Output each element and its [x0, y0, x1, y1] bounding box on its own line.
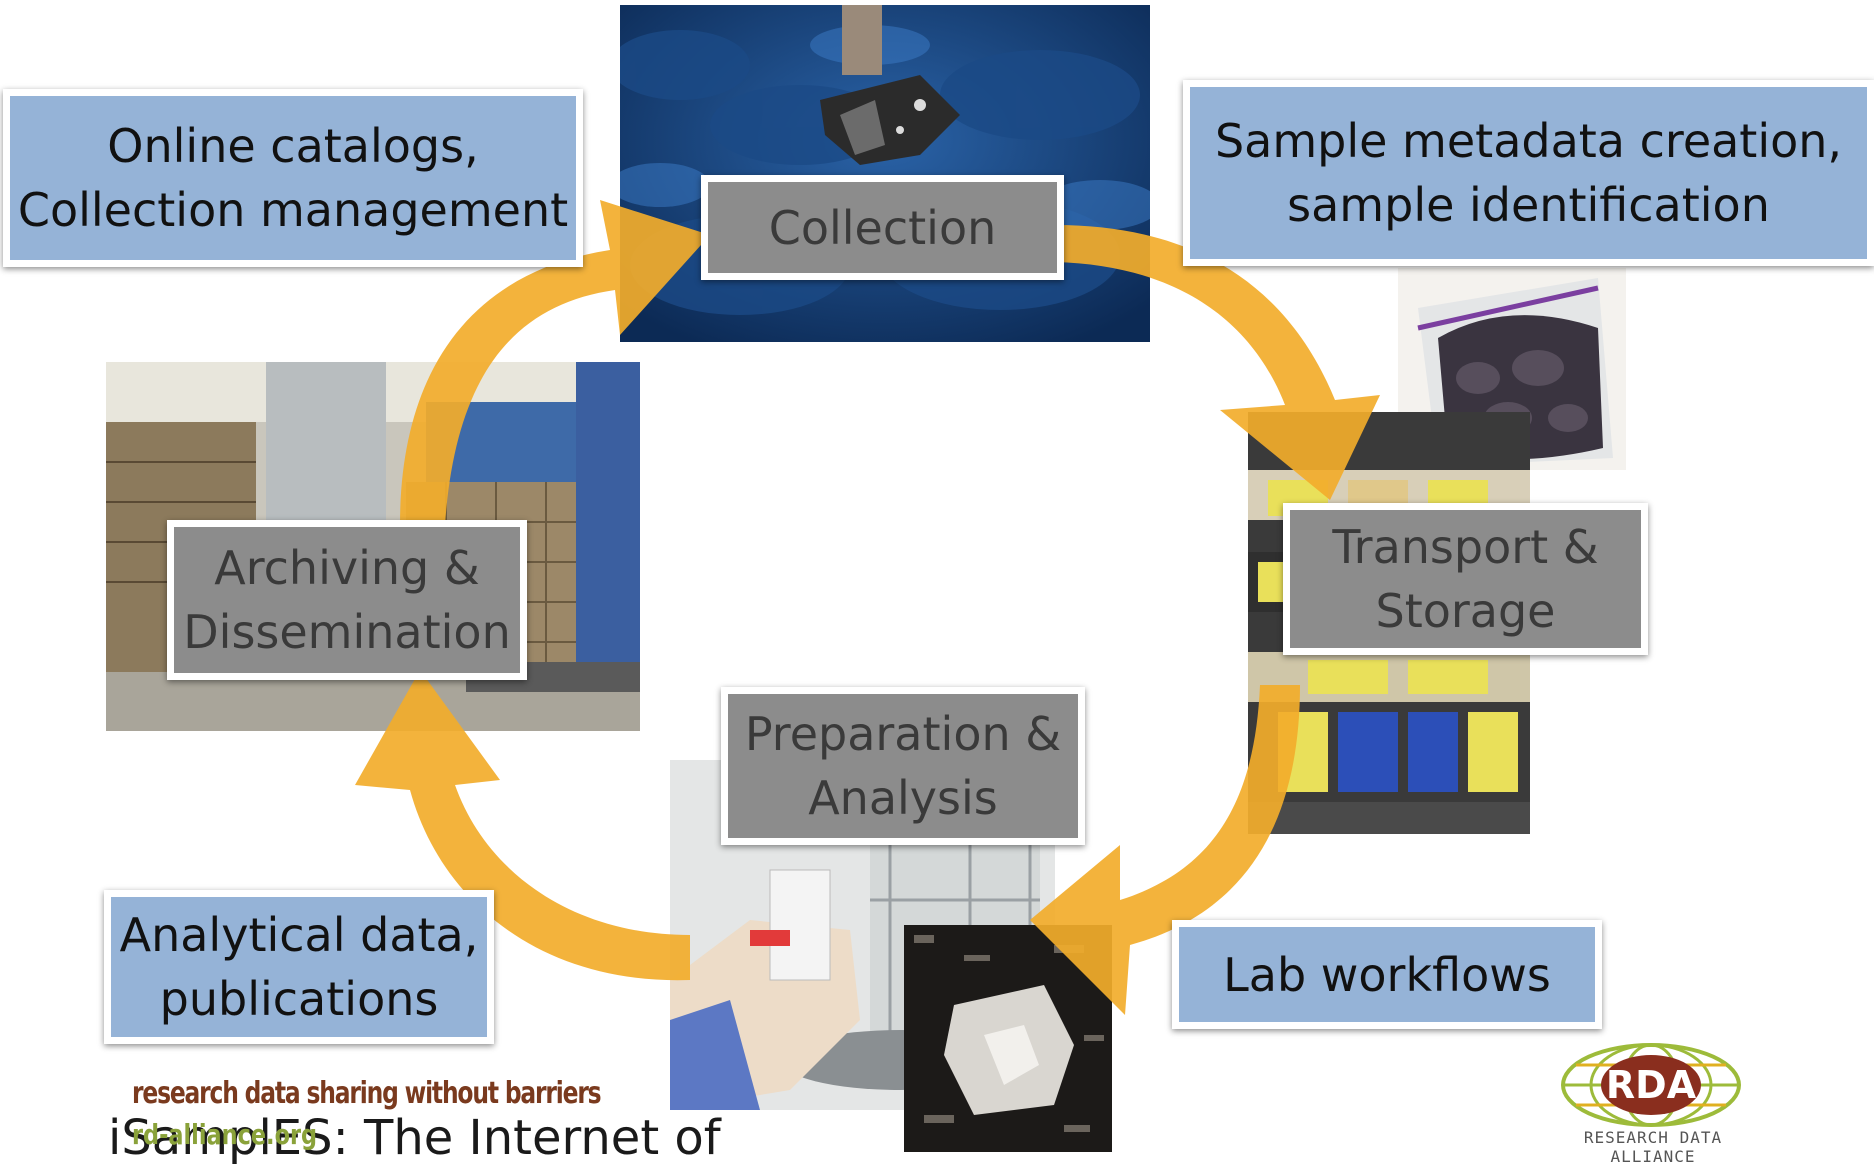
stage-collection-label: Collection — [768, 200, 997, 255]
stage-transport-label: Transport & Storage — [1332, 520, 1599, 638]
callout-lab-workflows: Lab workflows — [1172, 920, 1602, 1029]
callout-analytical-data: Analytical data, publications — [104, 890, 494, 1044]
callout-sample-metadata-text: Sample metadata creation, sample identif… — [1214, 114, 1843, 232]
arrow-archiving-to-collection — [400, 200, 710, 525]
rda-logo-name: RESEARCH DATA ALLIANCE — [1583, 1128, 1723, 1166]
rda-tagline: research data sharing without barriers — [132, 1076, 602, 1111]
arrow-preparation-to-archiving — [355, 670, 690, 981]
rda-logo: RDA — [1556, 1040, 1746, 1152]
stage-archiving-label: Archiving & Dissemination — [183, 541, 511, 659]
callout-lab-workflows-text: Lab workflows — [1223, 947, 1551, 1002]
stage-collection: Collection — [701, 175, 1064, 280]
stage-preparation-analysis: Preparation & Analysis — [721, 687, 1085, 845]
arrow-collection-to-transport — [1055, 225, 1380, 500]
callout-online-catalogs-text: Online catalogs, Collection management — [17, 119, 569, 237]
stage-transport-storage: Transport & Storage — [1283, 503, 1648, 655]
callout-analytical-data-text: Analytical data, publications — [119, 908, 479, 1026]
arrow-transport-to-preparation — [1030, 685, 1300, 1015]
rda-logo-letters: RDA — [1606, 1063, 1697, 1107]
rda-url[interactable]: rd-alliance.org — [132, 1118, 318, 1151]
stage-preparation-label: Preparation & Analysis — [744, 707, 1062, 825]
callout-online-catalogs: Online catalogs, Collection management — [3, 89, 583, 267]
stage-archiving-dissemination: Archiving & Dissemination — [167, 520, 527, 680]
callout-sample-metadata: Sample metadata creation, sample identif… — [1183, 80, 1874, 266]
